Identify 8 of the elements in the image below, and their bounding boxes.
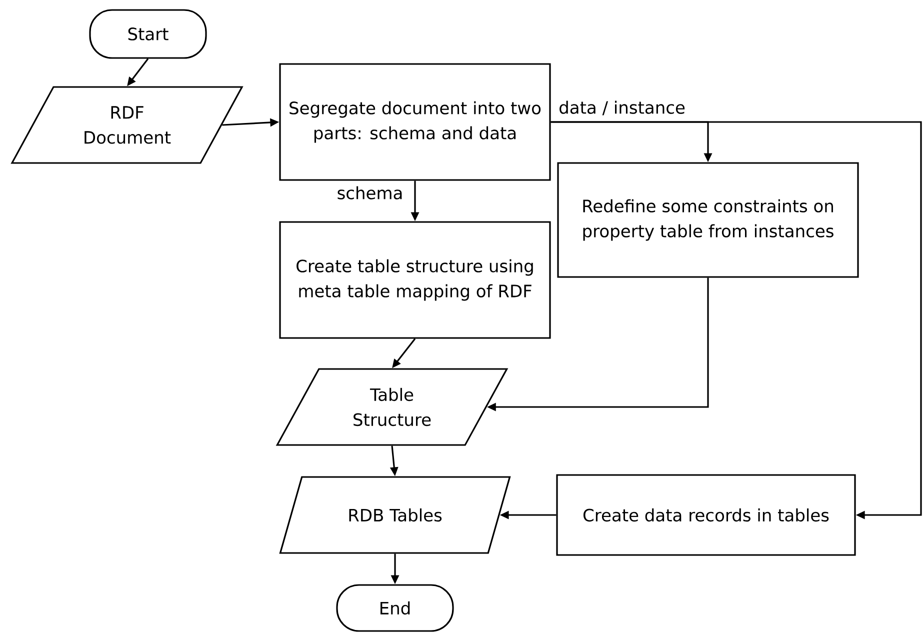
data-parallelogram: RDB Tables: [279, 476, 511, 554]
process-box: Create table structure using meta table mapping of RDF: [279, 221, 551, 339]
process-box: Create data records in tables: [556, 474, 856, 556]
edge-label: data / instance: [558, 100, 686, 116]
arrow: [550, 121, 922, 520]
process-box: Redefine some constraints on property table from instances: [557, 162, 859, 278]
process-box: Segregate document into two parts: schema and data: [279, 63, 551, 181]
edge-label: schema: [336, 185, 404, 200]
